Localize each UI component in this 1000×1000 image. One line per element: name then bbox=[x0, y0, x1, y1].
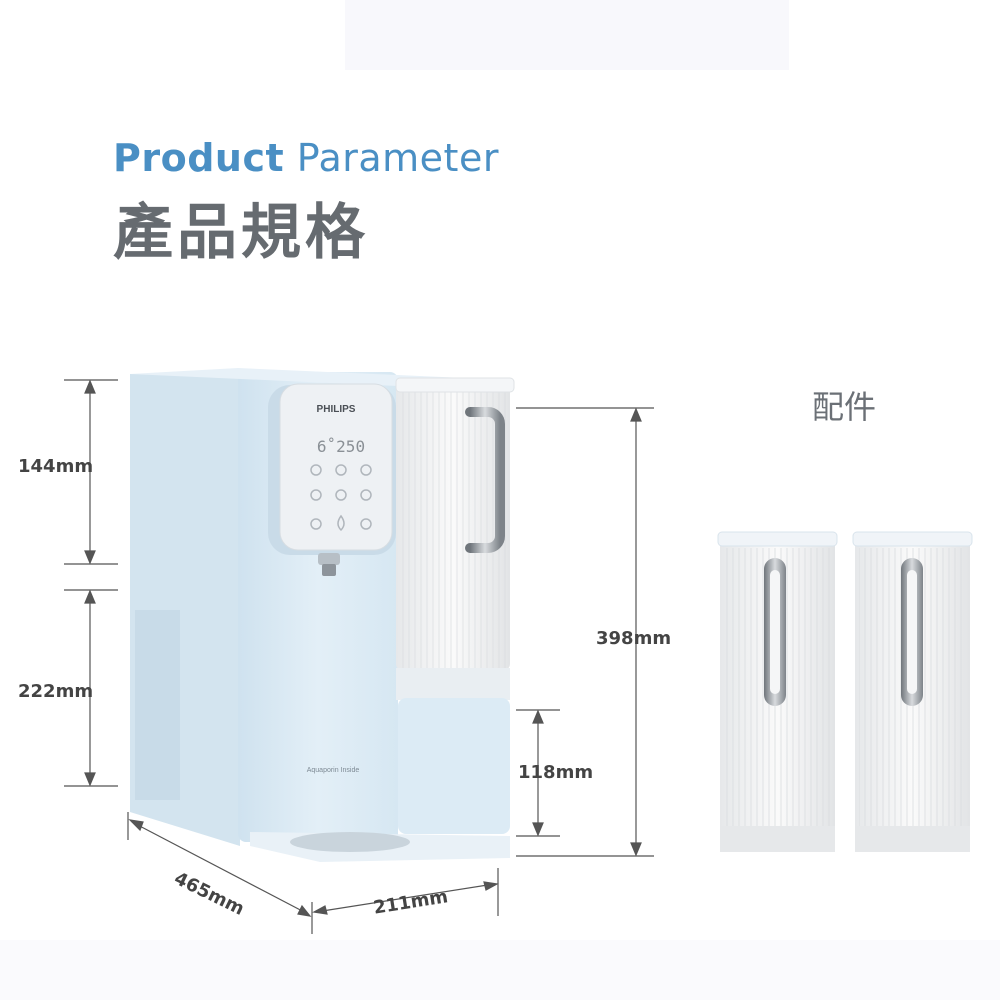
display-readout: 6˚250 bbox=[317, 437, 365, 456]
button-icon-clean bbox=[310, 518, 322, 530]
arrow-up-icon bbox=[84, 589, 96, 604]
button-icon-cold bbox=[360, 464, 372, 476]
bottom-banner-strip bbox=[0, 940, 1000, 1000]
button-icon-lock bbox=[335, 489, 347, 501]
button-icon-filter bbox=[360, 489, 372, 501]
arrow-down-icon bbox=[84, 550, 96, 565]
dim-upper-height: 144mm bbox=[18, 456, 94, 477]
water-drop-icon bbox=[337, 514, 345, 532]
arrow-up-icon bbox=[84, 379, 96, 394]
accessory-tank-1 bbox=[717, 531, 838, 852]
top-banner-strip bbox=[345, 0, 789, 70]
arrow-up-icon bbox=[532, 709, 544, 724]
arrow-left-icon bbox=[128, 819, 144, 832]
arrow-down-icon bbox=[630, 842, 642, 857]
title-english-bold: Product bbox=[113, 136, 285, 180]
tank-handle bbox=[465, 407, 505, 553]
title-english: Product Parameter bbox=[113, 136, 499, 180]
button-icon-settings bbox=[360, 518, 372, 530]
arrow-right-icon bbox=[483, 881, 499, 891]
water-outlet bbox=[318, 553, 340, 576]
accessories-label: 配件 bbox=[812, 388, 877, 426]
body-label: Aquaporin Inside bbox=[307, 767, 360, 774]
water-tank bbox=[395, 377, 515, 834]
arrow-left-icon bbox=[312, 905, 328, 915]
accessory-tank-2 bbox=[852, 531, 973, 852]
dim-total-height: 398mm bbox=[596, 628, 672, 649]
brand-logo: PHILIPS bbox=[317, 404, 356, 415]
button-icon-volume bbox=[310, 489, 322, 501]
control-panel: PHILIPS 6˚250 bbox=[268, 383, 396, 555]
dimension-lines bbox=[64, 379, 654, 934]
title-english-light: Parameter bbox=[296, 136, 499, 180]
button-icon-hot bbox=[310, 464, 322, 476]
button-icon-warm bbox=[335, 464, 347, 476]
arrow-up-icon bbox=[630, 407, 642, 422]
arrow-right-icon bbox=[297, 904, 312, 917]
arrow-down-icon bbox=[84, 772, 96, 787]
dim-base-height: 118mm bbox=[518, 762, 594, 783]
title-chinese: 產品規格 bbox=[113, 198, 369, 268]
arrow-down-icon bbox=[532, 822, 544, 837]
dim-lower-height: 222mm bbox=[18, 681, 94, 702]
